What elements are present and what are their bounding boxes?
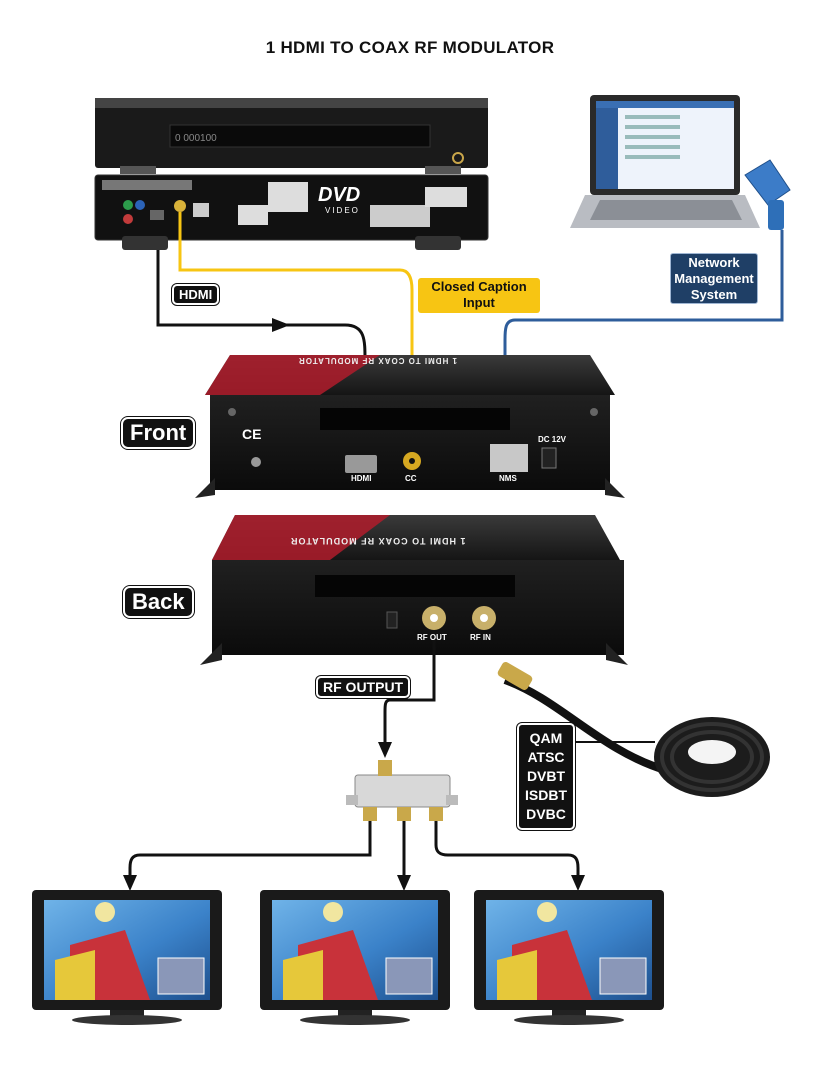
tv-3 [474,890,664,1025]
tv-cable-1 [128,821,372,880]
laptop [570,95,760,228]
dvd-player-front: 0 000100 [95,98,488,174]
front-label: Front [121,417,196,449]
dvd-player-back [94,174,489,250]
port-cc-label: CC [405,474,417,483]
closed-caption-cable [178,212,414,455]
tv-cable-3 [434,821,580,880]
network-management-label: Network Management System [670,253,758,304]
port-rf-in-label: RF IN [470,633,491,642]
tv-1 [32,890,222,1025]
port-nms-label: NMS [499,474,517,483]
rf-output-label: RF OUTPUT [316,676,411,698]
rf-output-cable [383,640,436,745]
standards-list: QAM ATSC DVBT ISDBT DVBC [517,723,575,830]
modulator-front [195,355,625,498]
front-header-text: 1 HDMI TO COAX RF MODULATOR [298,356,457,365]
network-cable [503,230,784,440]
standard-qam: QAM [529,730,563,746]
coax-cable-roll [497,662,770,797]
standard-isdbt: ISDBT [525,787,567,803]
back-label: Back [123,586,194,618]
back-header-text: 1 HDMI TO COAX RF MODULATOR [290,536,466,546]
dc-label: DC 12V [538,435,567,444]
standard-atsc: ATSC [527,749,565,765]
hdmi-cable-label: HDMI [172,284,220,305]
standard-dvbt: DVBT [526,768,566,784]
port-hdmi-label: HDMI [351,474,372,483]
ce-mark: CE [242,426,262,442]
closed-caption-label: Closed Caption Input [418,278,540,313]
tv-2 [260,890,450,1025]
dvd-logo-sub: VIDEO [325,206,360,215]
dvd-logo: DVD [318,184,361,206]
rj45-connector [744,159,791,230]
port-rf-out-label: RF OUT [417,633,447,642]
standard-dvbc: DVBC [526,806,566,822]
svg-text:0 000100: 0 000100 [175,133,217,144]
rf-splitter [346,760,458,821]
page-title: 1 HDMI TO COAX RF MODULATOR [265,38,555,57]
modulator-back [200,515,628,665]
